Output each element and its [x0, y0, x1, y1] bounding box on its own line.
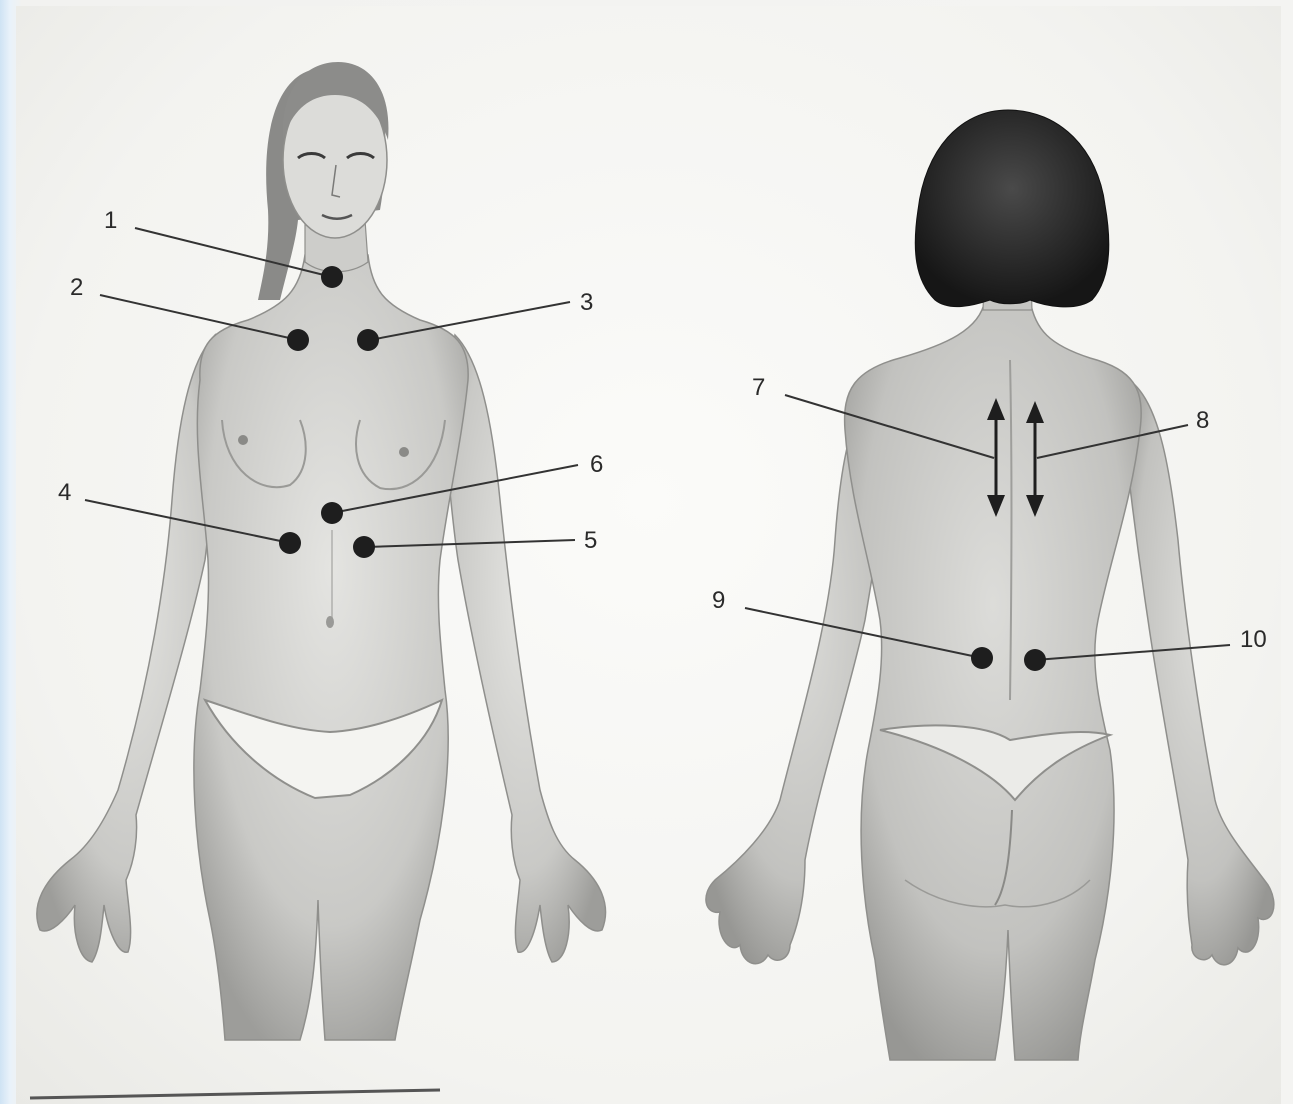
label-2: 2 [70, 274, 83, 301]
point-marker-1 [321, 266, 343, 288]
point-marker-5 [353, 536, 375, 558]
label-6: 6 [590, 451, 603, 478]
point-marker-3 [357, 329, 379, 351]
back-figure [706, 110, 1274, 1060]
point-marker-4 [279, 532, 301, 554]
front-navel [326, 616, 334, 628]
point-marker-2 [287, 329, 309, 351]
label-7: 7 [752, 374, 765, 401]
point-marker-9 [971, 647, 993, 669]
back-right-arm [1128, 385, 1274, 965]
leader-1 [135, 228, 332, 277]
front-right-arm [444, 335, 606, 962]
label-5: 5 [584, 527, 597, 554]
back-hair [915, 110, 1108, 307]
front-nipple-left [238, 435, 248, 445]
point-marker-10 [1024, 649, 1046, 671]
front-nipple-right [399, 447, 409, 457]
bottom-rule [30, 1090, 440, 1098]
front-figure [37, 62, 606, 1040]
label-8: 8 [1196, 407, 1209, 434]
label-4: 4 [58, 479, 71, 506]
label-1: 1 [104, 207, 117, 234]
front-torso [194, 255, 468, 1040]
label-9: 9 [712, 587, 725, 614]
label-3: 3 [580, 289, 593, 316]
point-marker-6 [321, 502, 343, 524]
label-10: 10 [1240, 626, 1267, 653]
front-left-arm [37, 335, 220, 962]
